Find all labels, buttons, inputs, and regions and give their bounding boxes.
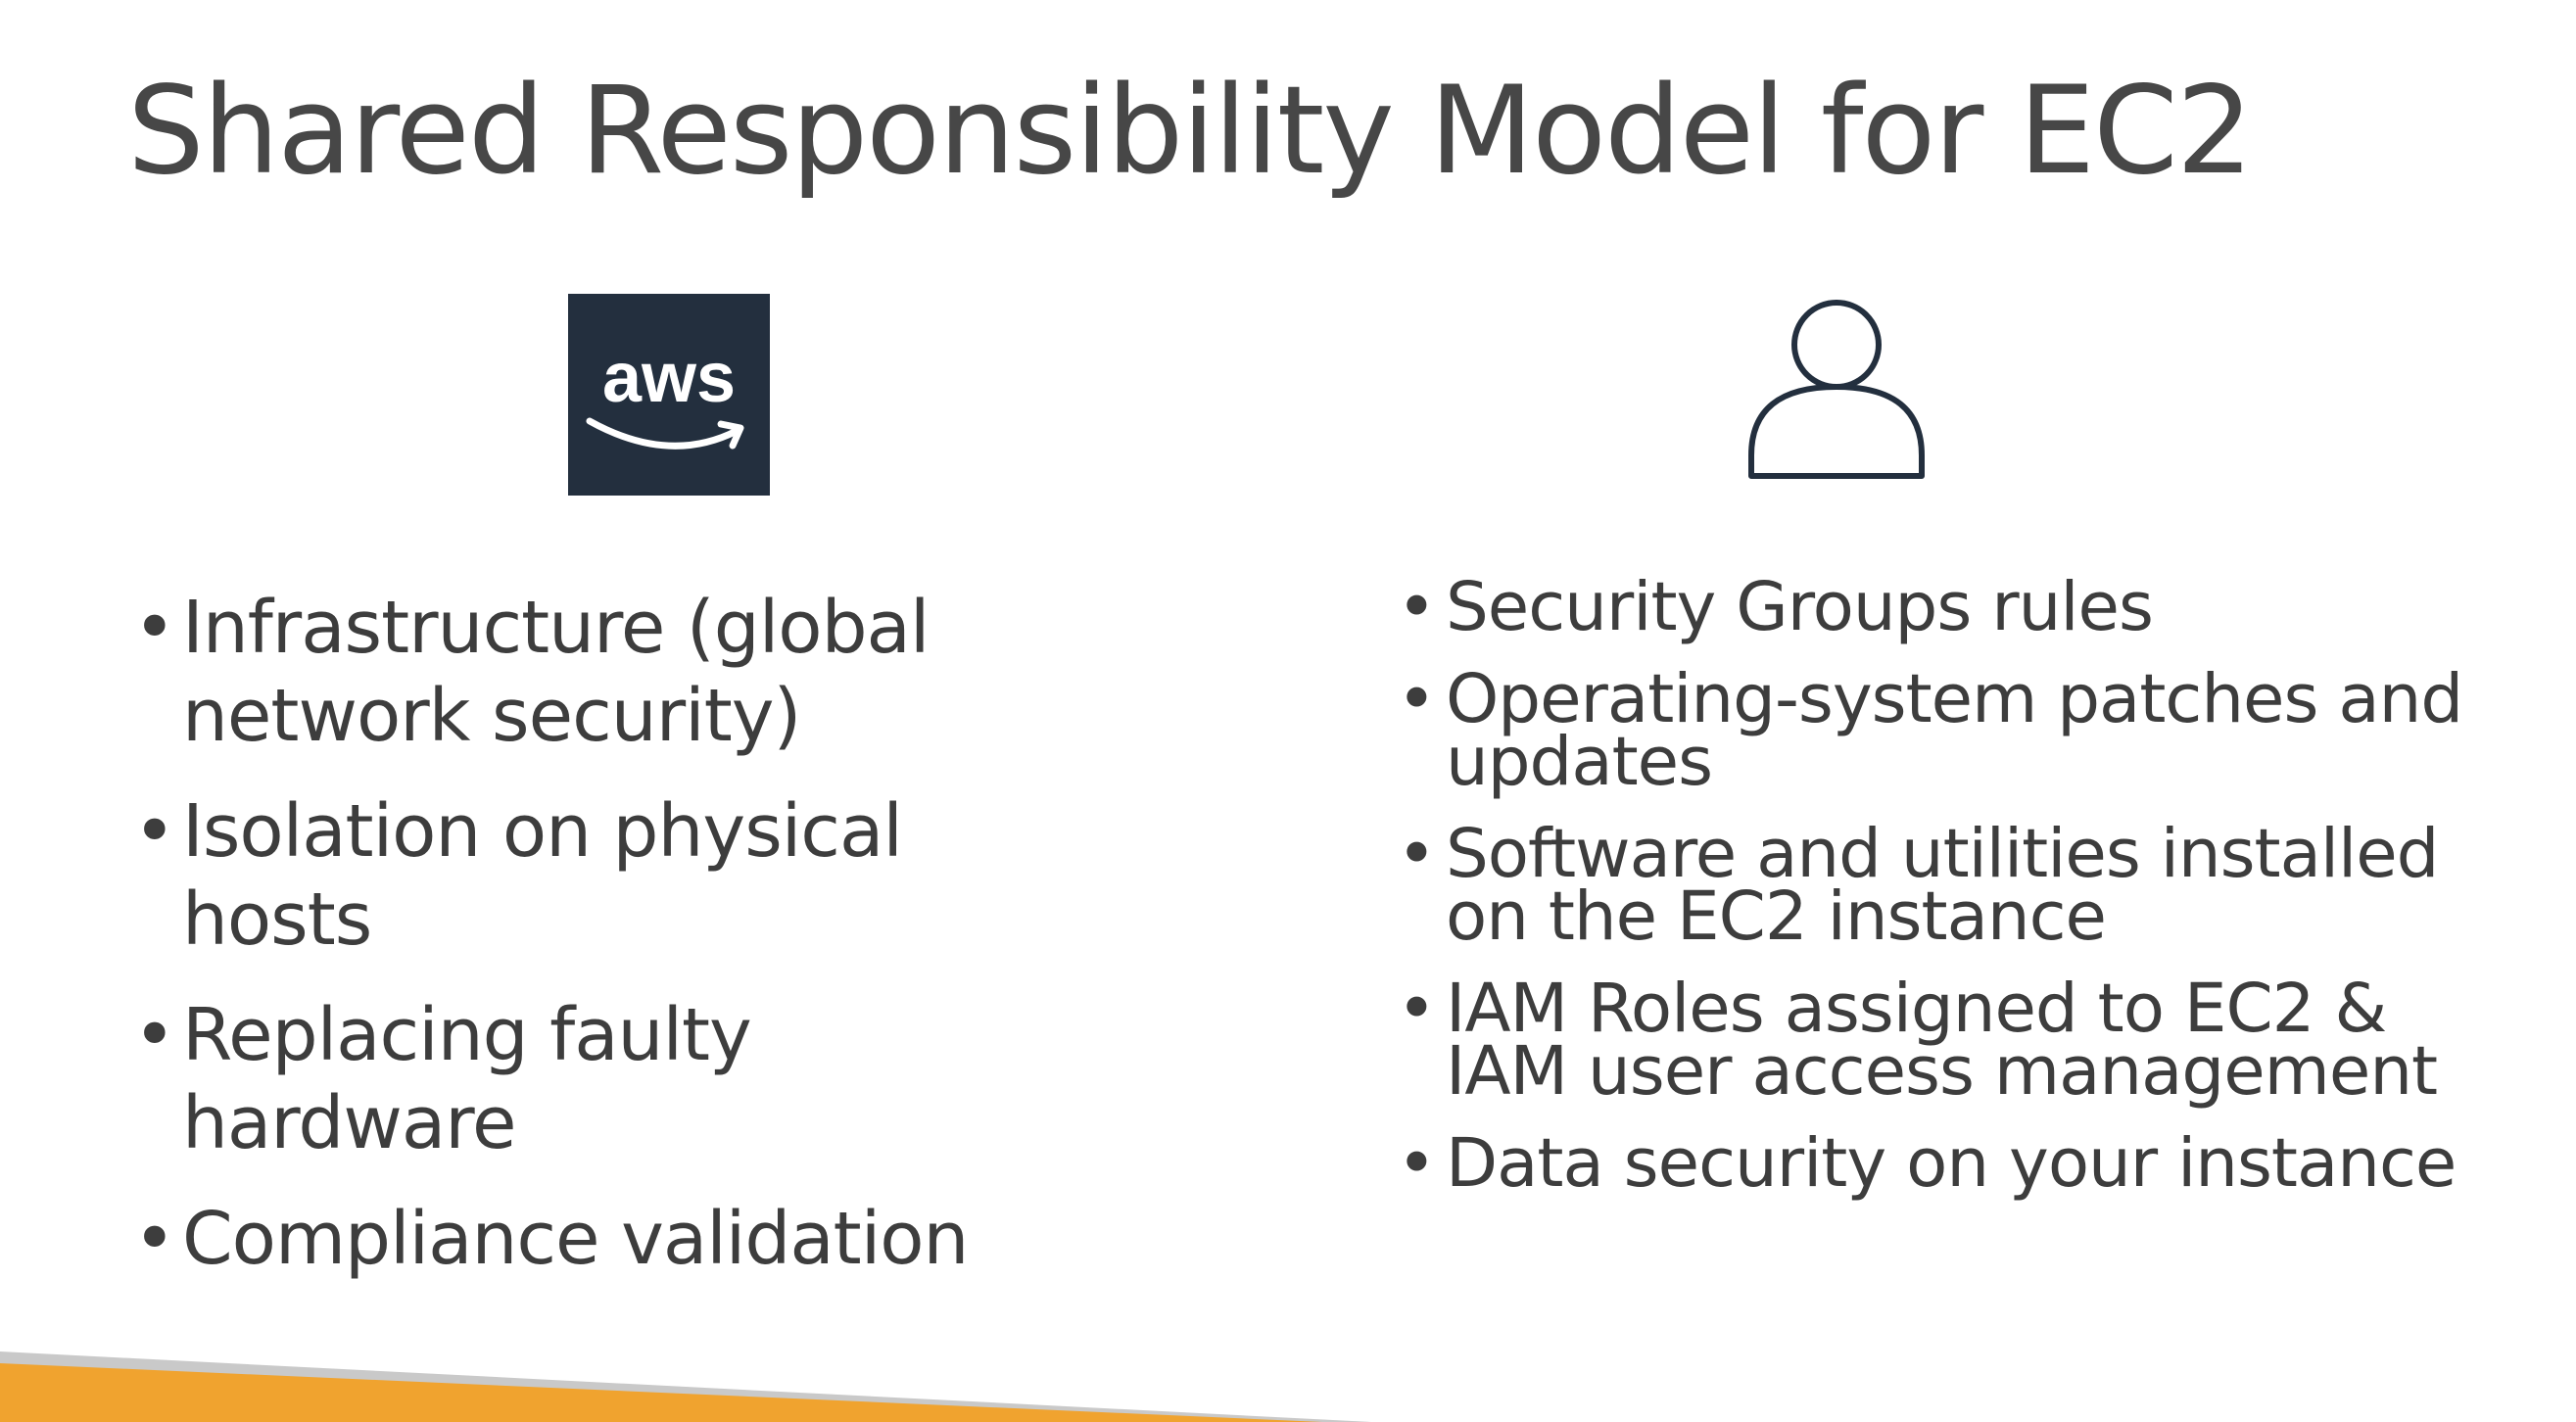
- aws-logo-icon: aws: [568, 294, 770, 496]
- customer-responsibility-list: • Security Groups rules • Operating-syst…: [1391, 568, 2507, 1224]
- slide-title: Shared Responsibility Model for EC2: [127, 61, 2254, 202]
- list-item-line: Operating-system patches and: [1446, 660, 2463, 738]
- list-item: • Isolation on physical hosts: [127, 787, 1068, 964]
- list-item-line: Security Groups rules: [1446, 568, 2154, 646]
- list-item: • Replacing faulty hardware: [127, 991, 1068, 1167]
- bullet-icon: •: [1397, 815, 1437, 893]
- list-item-line: Software and utilities installed: [1446, 815, 2439, 893]
- list-item-line: on the EC2 instance: [1446, 877, 2107, 956]
- list-item-line: Replacing faulty hardware: [182, 993, 752, 1165]
- list-item: • Security Groups rules: [1391, 568, 2507, 646]
- list-item-line: Compliance validation: [182, 1197, 969, 1281]
- list-item-line: Infrastructure (global: [182, 586, 930, 670]
- bullet-icon: •: [1397, 660, 1437, 738]
- aws-logo-text: aws: [602, 339, 736, 417]
- list-item-line: Isolation on physical hosts: [182, 789, 903, 962]
- bullet-icon: •: [133, 586, 176, 670]
- list-item-line: IAM Roles assigned to EC2 &: [1446, 970, 2387, 1048]
- bullet-icon: •: [1397, 568, 1437, 646]
- list-item: • Data security on your instance: [1391, 1124, 2507, 1203]
- list-item-line: network security): [182, 674, 801, 758]
- bullet-icon: •: [1397, 970, 1437, 1048]
- bullet-icon: •: [133, 789, 176, 874]
- list-item: • Infrastructure (global network securit…: [127, 584, 1068, 760]
- aws-responsibility-list: • Infrastructure (global network securit…: [127, 584, 1068, 1310]
- list-item-line: IAM user access management: [1446, 1032, 2438, 1111]
- list-item-line: Data security on your instance: [1446, 1124, 2457, 1203]
- list-item: • IAM Roles assigned to EC2 & IAM user a…: [1391, 970, 2507, 1111]
- bullet-icon: •: [1397, 1124, 1437, 1203]
- list-item: • Operating-system patches and updates: [1391, 660, 2507, 801]
- list-item-line: updates: [1446, 723, 1713, 801]
- bullet-icon: •: [133, 993, 176, 1077]
- bullet-icon: •: [133, 1197, 176, 1281]
- list-item: • Compliance validation: [127, 1195, 1068, 1283]
- list-item: • Software and utilities installed on th…: [1391, 815, 2507, 956]
- user-icon: [1743, 294, 1930, 480]
